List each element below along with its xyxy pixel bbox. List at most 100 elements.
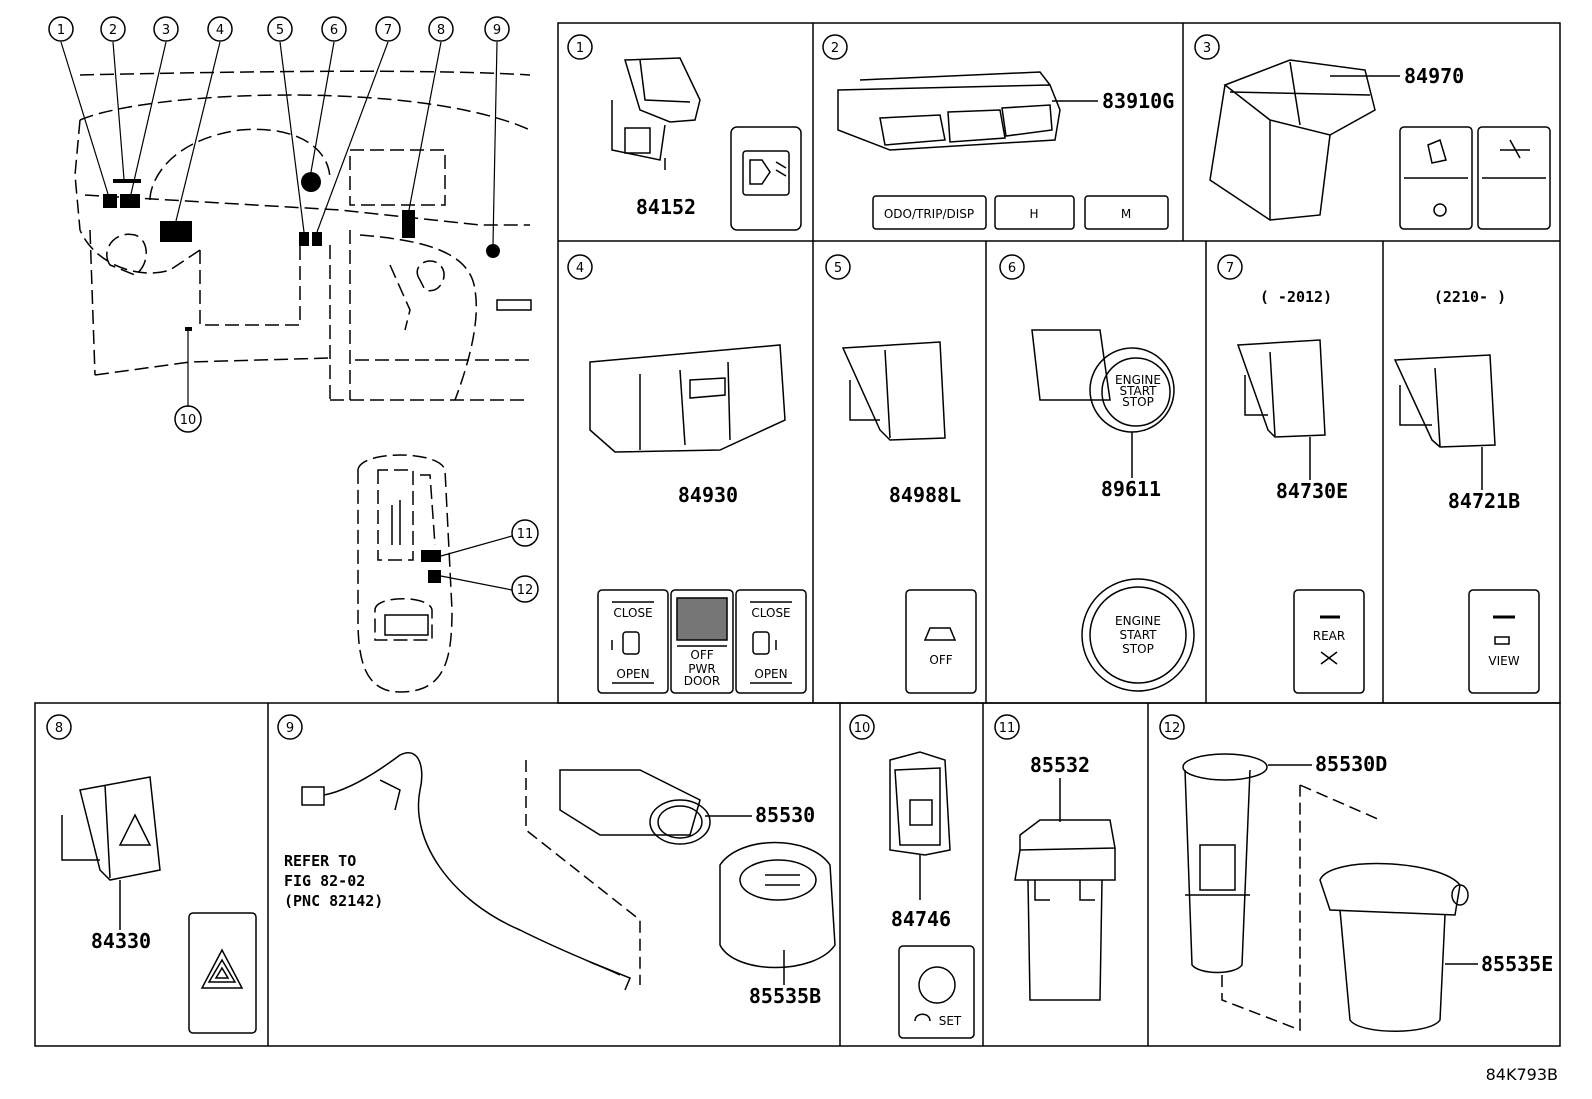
svg-text:11: 11 [999,721,1016,736]
engine-start-stop-button-face: ENGINE START STOP [1081,578,1195,692]
callout-1: 1 [48,16,74,42]
svg-text:8: 8 [437,23,445,38]
svg-text:3: 3 [162,23,170,38]
part-number-83910g: 83910G [1102,89,1174,113]
rear-fan-switch-face: REAR [1293,589,1365,694]
part-number-84746: 84746 [891,907,951,931]
wire-harness-drawing [301,752,631,991]
svg-text:STOP: STOP [1122,642,1154,656]
callout-8: 8 [428,16,454,42]
svg-text:REAR: REAR [1313,629,1345,643]
part-number-84152: 84152 [636,195,696,219]
svg-text:CLOSE: CLOSE [613,606,652,620]
panel-7: 7 ( -2012) (2210- ) 84730E REAR 84721B [1217,254,1540,694]
panel-5: 5 84988L OFF [825,254,977,694]
svg-text:10: 10 [180,413,197,428]
svg-text:8: 8 [55,721,63,736]
socket-85532-drawing [1014,819,1116,1001]
socket-85530d-drawing [1182,753,1268,974]
svg-text:9: 9 [286,721,294,736]
callout-10: 10 [174,405,202,433]
svg-text:OFF: OFF [690,648,713,662]
panel-2: 2 83910G ODO/TRIP/DISP H M [822,34,1174,230]
part-number-84970: 84970 [1404,64,1464,88]
panel-10: 10 84746 SET [849,714,975,1039]
svg-text:(2210- ): (2210- ) [1434,288,1506,306]
view-switch-face: VIEW [1468,589,1540,694]
panel-6: 6 ENGINE START STOP 89611 ENGINE START S… [999,254,1195,692]
panel-8: 8 84330 [46,714,257,1034]
part-number-85532: 85532 [1030,753,1090,777]
hazard-switch-84330-drawing [61,776,161,881]
svg-text:11: 11 [517,527,534,542]
svg-text:4: 4 [576,261,584,276]
part-number-84330: 84330 [91,929,151,953]
svg-text:7: 7 [384,23,392,38]
svg-text:PWR: PWR [688,662,715,676]
start-switch-89611-drawing: ENGINE START STOP [1031,329,1175,433]
svg-text:M: M [1121,207,1131,221]
svg-text:4: 4 [216,23,224,38]
part-number-84730e: 84730E [1276,479,1348,503]
switch-84721b-drawing [1393,354,1496,448]
switch-84746-drawing [889,751,951,856]
panel-3: 3 84970 [1194,34,1551,230]
svg-text:( -2012): ( -2012) [1260,288,1332,306]
switch-84970-icons [1399,126,1551,230]
tpms-set-switch-face: SET [898,945,975,1039]
svg-text:1: 1 [576,41,584,56]
switch-84970-drawing [1209,59,1376,221]
panel-11: 11 85532 [994,714,1116,1001]
part-number-85530d: 85530D [1315,752,1387,776]
panel-grid [34,22,1561,1047]
refer-line-2: FIG 82-02 [284,872,365,890]
callout-9: 9 [484,16,510,42]
part-number-89611: 89611 [1101,477,1161,501]
svg-text:12: 12 [517,583,534,598]
part-number-85535b: 85535B [749,984,821,1008]
part-number-84988l: 84988L [889,483,961,507]
svg-text:OPEN: OPEN [616,667,649,681]
part-number-85535e: 85535E [1481,952,1553,976]
panel-12: 12 85530D 85535E [1159,714,1553,1032]
svg-text:START: START [1119,384,1157,398]
svg-text:ODO/TRIP/DISP: ODO/TRIP/DISP [884,207,974,221]
svg-text:VIEW: VIEW [1488,654,1519,668]
callout-11: 11 [511,519,539,547]
callout-2: 2 [100,16,126,42]
callout-3: 3 [153,16,179,42]
svg-text:DOOR: DOOR [684,674,720,688]
refer-line-3: (PNC 82142) [284,892,383,910]
h-button: H [994,195,1075,230]
svg-text:START: START [1119,628,1157,642]
svg-text:12: 12 [1164,721,1181,736]
traction-off-switch-face: OFF [905,589,977,694]
switch-84988l-drawing [841,341,946,441]
m-button: M [1084,195,1169,230]
overview-callouts: 1 2 3 4 5 6 7 8 9 10 11 12 [48,16,539,603]
svg-text:6: 6 [330,23,338,38]
svg-text:10: 10 [854,721,871,736]
svg-text:OPEN: OPEN [754,667,787,681]
svg-text:SET: SET [939,1014,962,1028]
switch-84152-icon [730,126,802,231]
svg-text:ENGINE: ENGINE [1115,373,1161,387]
odo-trip-disp-button: ODO/TRIP/DISP [872,195,987,230]
svg-text:6: 6 [1008,261,1016,276]
switch-83910g-drawing [837,71,1061,151]
callout-4: 4 [207,16,233,42]
svg-text:H: H [1029,207,1038,221]
svg-text:OFF: OFF [929,653,952,667]
svg-text:ENGINE: ENGINE [1115,614,1161,628]
part-number-85530: 85530 [755,803,815,827]
socket-85530-drawing [559,769,711,845]
svg-text:1: 1 [57,23,65,38]
panel-1: 1 84152 [567,34,802,231]
switch-84152-drawing [611,57,701,170]
svg-text:5: 5 [834,261,842,276]
svg-text:9: 9 [493,23,501,38]
part-number-84930: 84930 [678,483,738,507]
cap-85535e-drawing [1319,862,1469,1032]
svg-text:2: 2 [109,23,117,38]
